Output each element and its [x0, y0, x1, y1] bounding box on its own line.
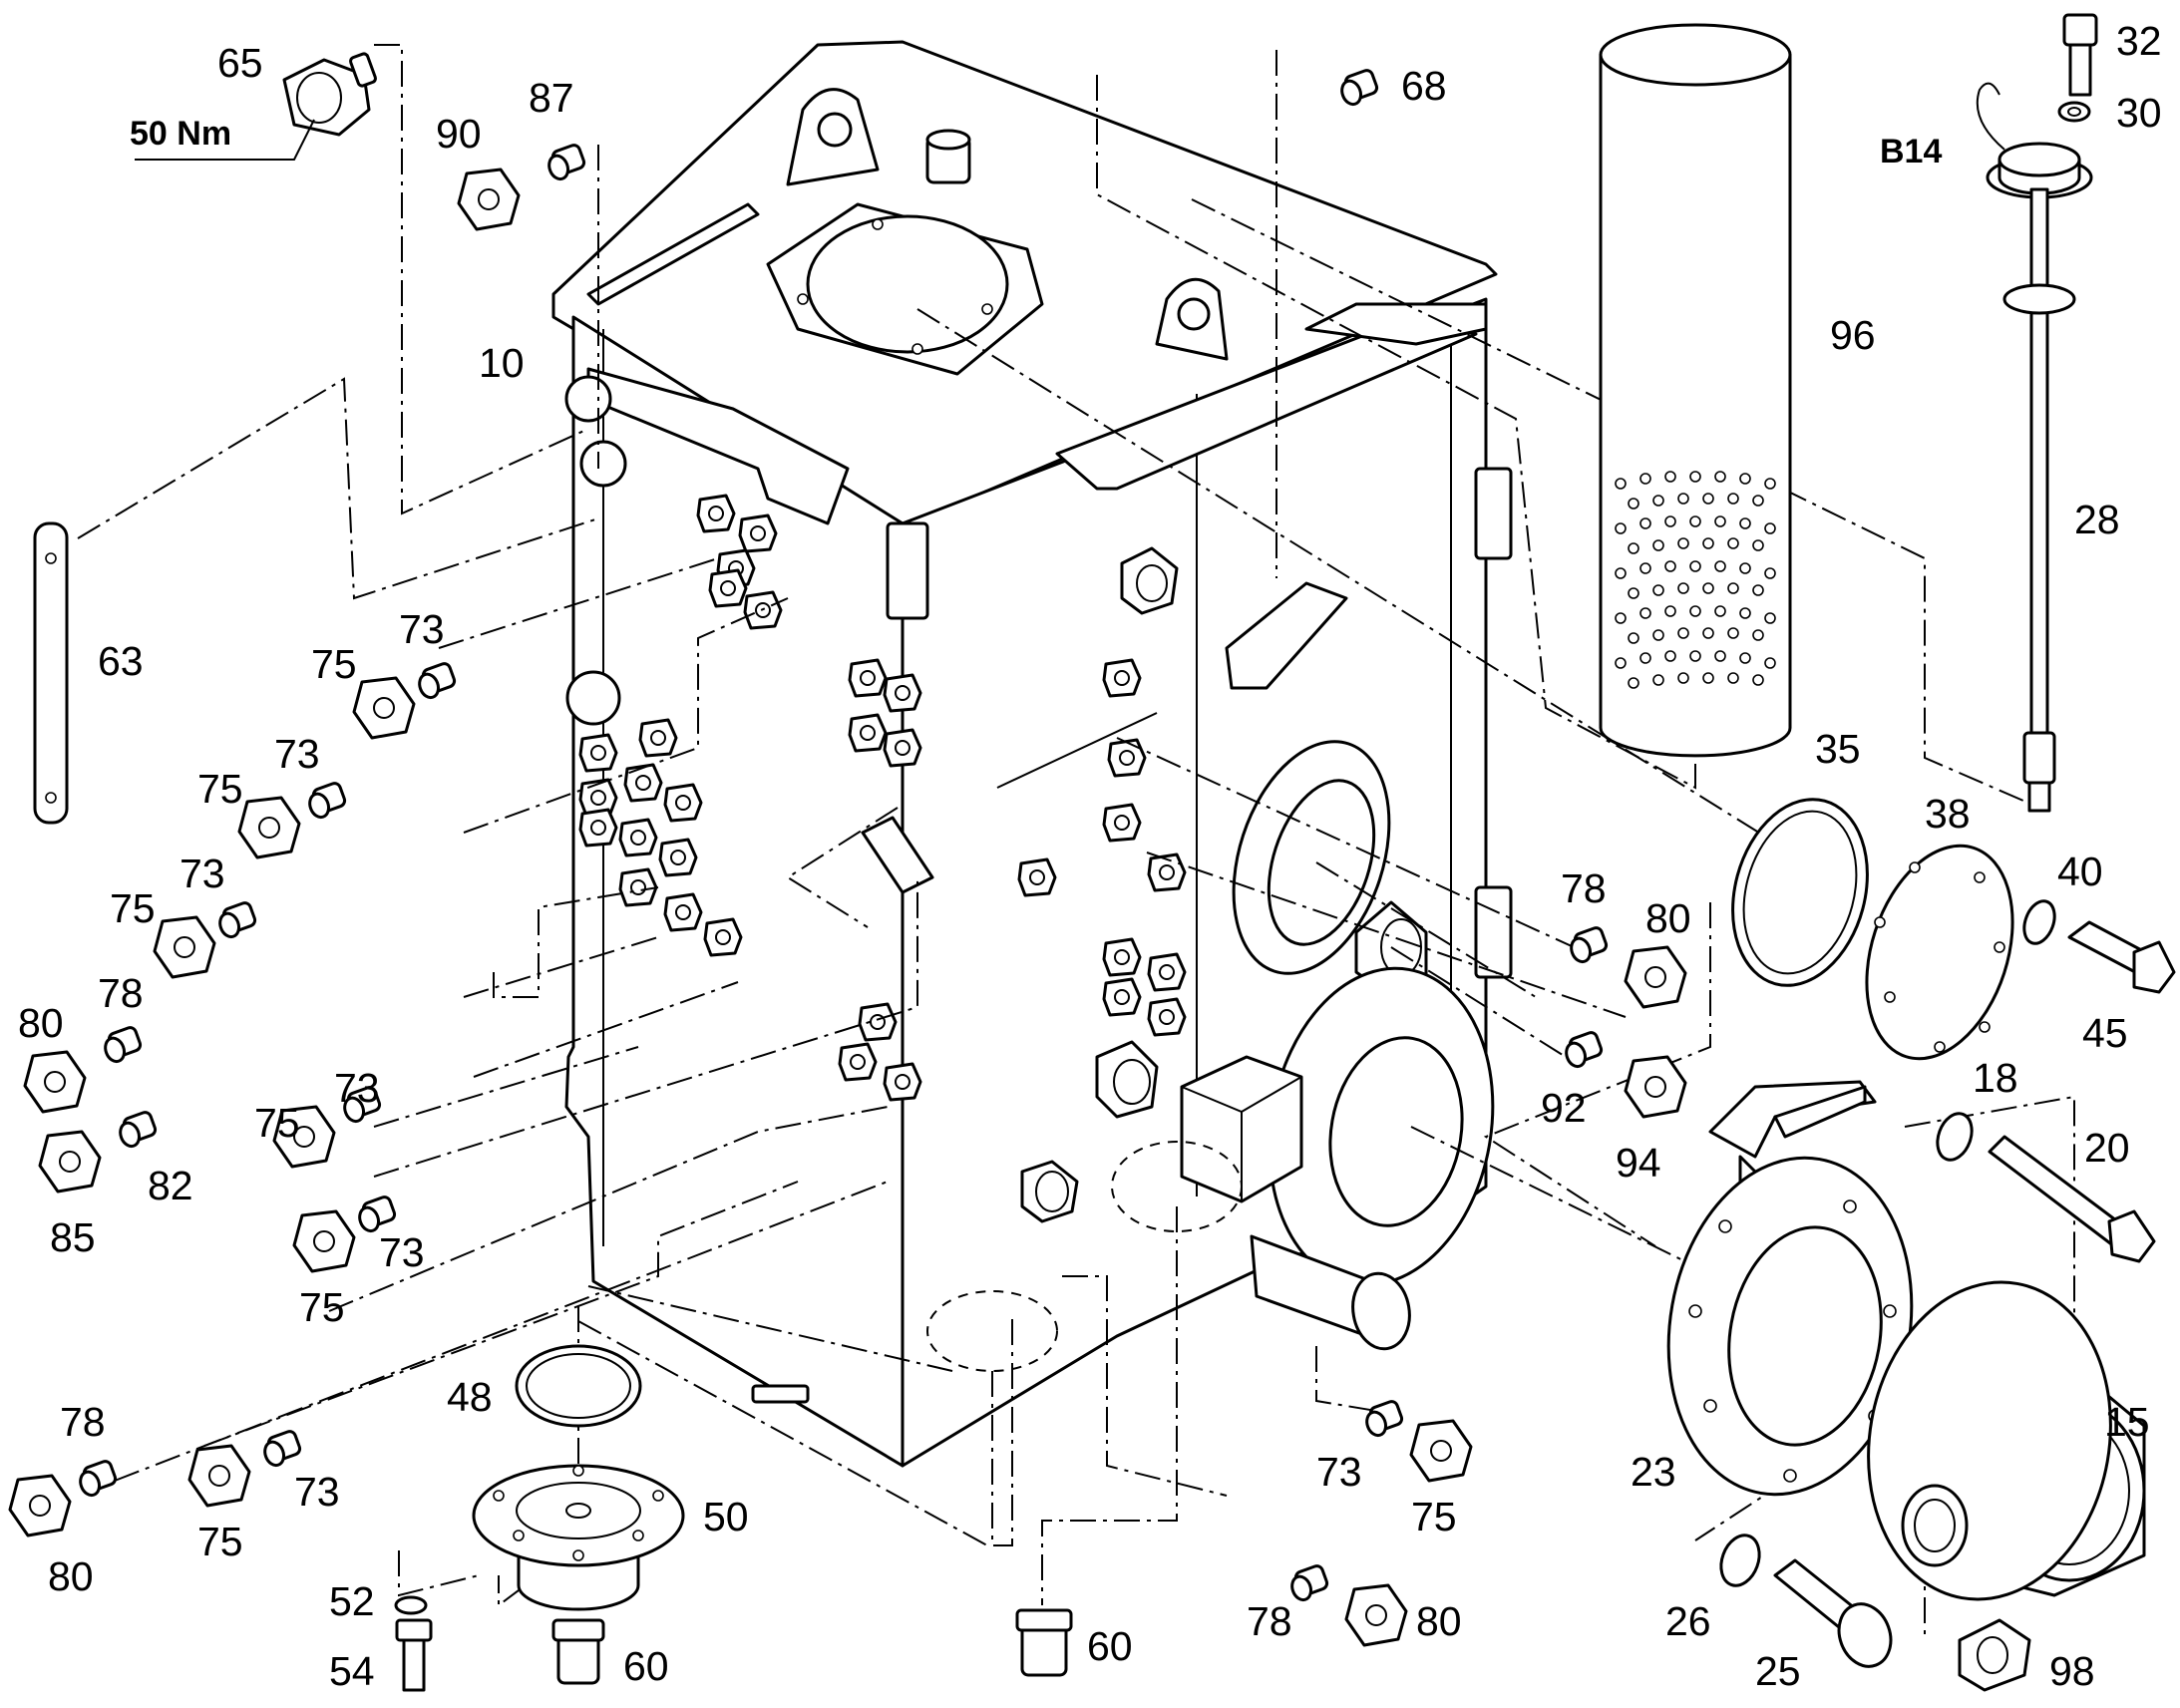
callout-92: 92 — [1541, 1085, 1587, 1131]
callout-65: 65 — [217, 40, 263, 86]
callout-20: 20 — [2084, 1125, 2130, 1171]
callout-18: 18 — [1973, 1055, 2018, 1101]
callout-26: 26 — [1665, 1598, 1711, 1644]
callout-75-f: 75 — [197, 1519, 243, 1564]
callout-98: 98 — [2049, 1648, 2095, 1694]
callout-85: 85 — [50, 1214, 96, 1260]
gearbox-housing — [551, 40, 1513, 1468]
callout-38: 38 — [1925, 791, 1971, 837]
callout-30: 30 — [2116, 90, 2162, 136]
callout-75-c: 75 — [110, 885, 156, 931]
assembly-leader-lines — [77, 44, 2075, 1635]
callout-23: 23 — [1631, 1449, 1676, 1495]
callout-73-f: 73 — [294, 1469, 340, 1515]
callout-73-e: 73 — [379, 1229, 425, 1275]
callout-50: 50 — [703, 1494, 749, 1539]
callout-48: 48 — [447, 1374, 493, 1420]
callout-87: 87 — [529, 75, 574, 121]
callout-96: 96 — [1830, 312, 1876, 358]
callout-73-b: 73 — [274, 731, 320, 777]
callout-90: 90 — [436, 111, 482, 157]
callout-35: 35 — [1815, 726, 1861, 772]
callout-80-b: 80 — [48, 1553, 94, 1599]
perforated-screen — [1599, 23, 1792, 758]
callout-45: 45 — [2082, 1010, 2128, 1056]
callout-94: 94 — [1616, 1140, 1661, 1186]
callout-73-g: 73 — [1316, 1449, 1362, 1495]
callout-78-c: 78 — [1247, 1598, 1292, 1644]
callout-78-b: 78 — [60, 1399, 106, 1445]
callout-75-b: 75 — [197, 766, 243, 812]
callout-52: 52 — [329, 1578, 375, 1624]
callout-60-a: 60 — [623, 1643, 669, 1689]
callout-73-d: 73 — [334, 1065, 380, 1111]
callout-28: 28 — [2074, 497, 2120, 542]
callout-25: 25 — [1755, 1648, 1801, 1694]
callout-40: 40 — [2057, 849, 2103, 894]
callout-b14: B14 — [1880, 133, 1942, 171]
callout-75-e: 75 — [299, 1284, 345, 1330]
callout-10: 10 — [479, 340, 525, 386]
exploded-parts — [8, 13, 2176, 1692]
callout-80-c: 80 — [1416, 1598, 1462, 1644]
callout-60-b: 60 — [1087, 1623, 1133, 1669]
callout-32: 32 — [2116, 18, 2162, 64]
callout-54: 54 — [329, 1648, 375, 1694]
callout-78-d: 78 — [1561, 865, 1607, 911]
callout-63: 63 — [98, 638, 144, 684]
callout-15: 15 — [2104, 1399, 2150, 1445]
callout-73-a: 73 — [399, 606, 445, 652]
callout-80-d: 80 — [1645, 895, 1691, 941]
callout-75-g: 75 — [1411, 1494, 1457, 1539]
callout-75-a: 75 — [311, 641, 357, 687]
callout-82: 82 — [148, 1163, 193, 1208]
callout-68: 68 — [1401, 63, 1447, 109]
callout-78-a: 78 — [98, 970, 144, 1016]
callout-75-d: 75 — [254, 1100, 300, 1146]
callout-labels: 65 50 Nm 90 87 68 32 30 B14 96 28 10 63 … — [18, 18, 2162, 1694]
torque-annotation-65: 50 Nm — [130, 115, 231, 153]
callout-73-c: 73 — [180, 851, 225, 896]
callout-80-a: 80 — [18, 1000, 64, 1046]
